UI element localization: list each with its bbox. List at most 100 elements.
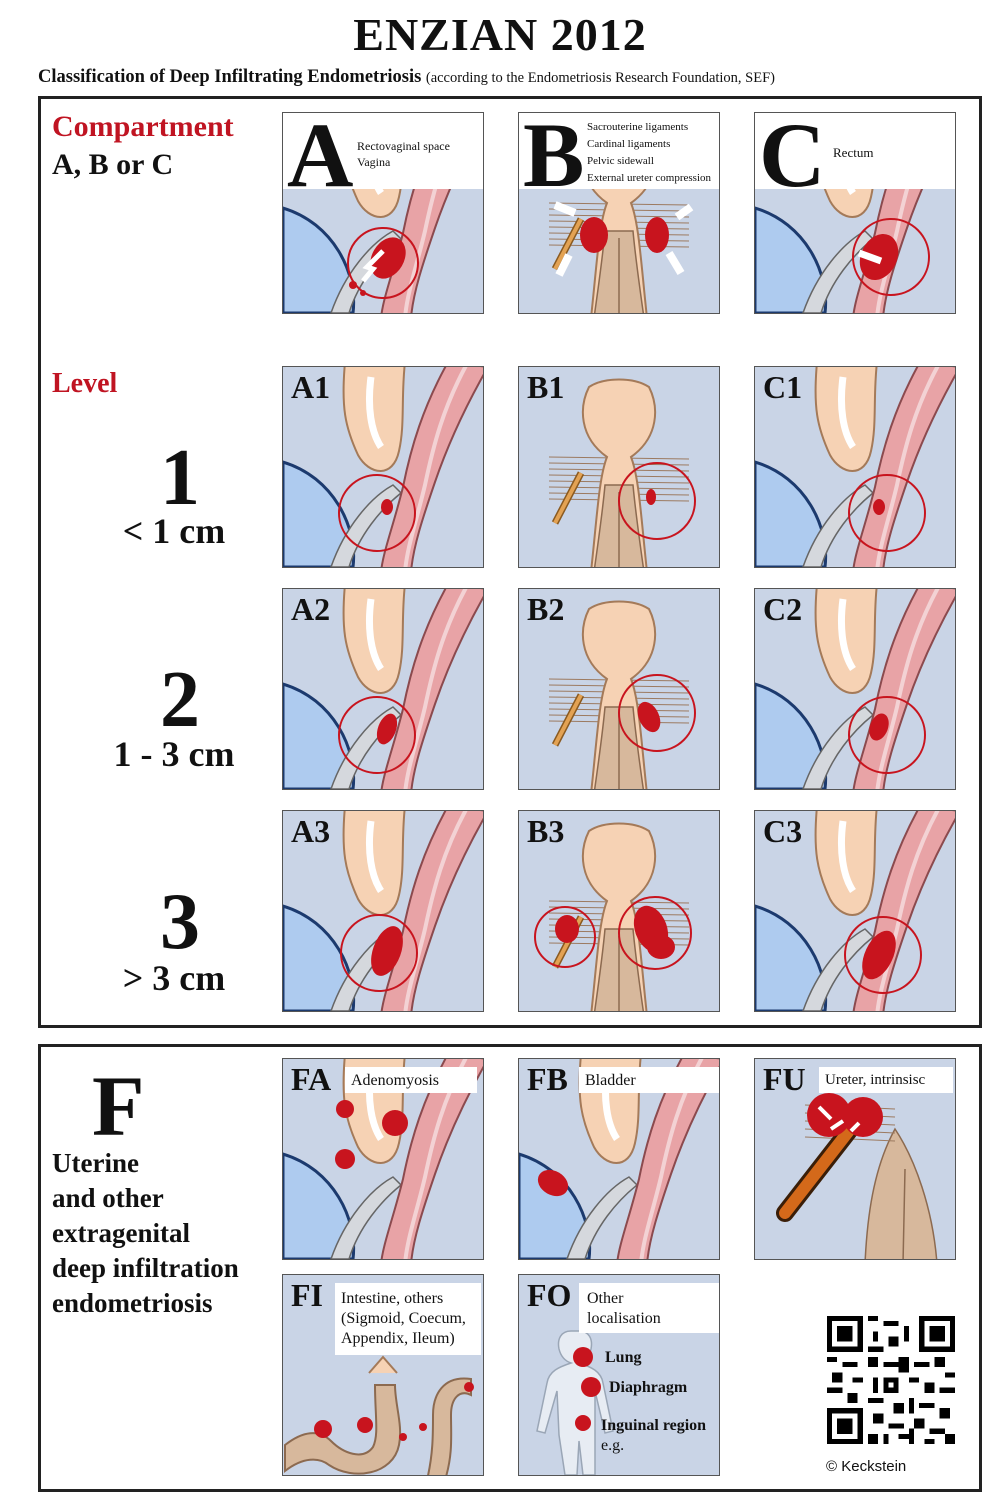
panel-fb: FB Bladder bbox=[518, 1058, 720, 1260]
panel-a1-illustration bbox=[283, 367, 483, 567]
panel-fi-desc-1: Intestine, others bbox=[341, 1290, 444, 1307]
panel-fa: FA Adenomyosis bbox=[282, 1058, 484, 1260]
panel-a2-illustration bbox=[283, 589, 483, 789]
panel-fi-label: FI bbox=[291, 1277, 323, 1313]
compartment-a-header bbox=[283, 113, 483, 189]
panel-b2-illustration bbox=[519, 589, 719, 789]
panel-fb-illustration bbox=[519, 1059, 719, 1259]
panel-c3-label: C3 bbox=[763, 813, 803, 849]
panel-c2: C2 bbox=[754, 588, 956, 790]
compartment-c-header bbox=[755, 113, 955, 189]
panel-b3-illustration bbox=[519, 811, 719, 1011]
compartment-b-illustration bbox=[519, 113, 719, 313]
compartment-c-illustration bbox=[755, 113, 955, 313]
level-2-size: 1 - 3 cm bbox=[113, 734, 235, 774]
level-1-size: < 1 cm bbox=[122, 511, 226, 551]
f-description-5: endometriosis bbox=[52, 1288, 213, 1318]
compartment-level-frame bbox=[38, 96, 982, 1028]
panel-fo-label: FO bbox=[527, 1277, 572, 1313]
level-heading: Level bbox=[52, 368, 118, 399]
panel-b3-label: B3 bbox=[527, 813, 565, 849]
panel-b3: B3 bbox=[518, 810, 720, 1012]
compartment-b-desc-1: Sacrouterine ligaments bbox=[587, 121, 689, 133]
panel-fb-desc: Bladder bbox=[585, 1072, 636, 1089]
compartment-a-desc: Rectovaginal space Vagina bbox=[357, 139, 450, 170]
panel-fo-desc-1: Other bbox=[587, 1290, 624, 1307]
panel-c1-illustration bbox=[755, 367, 955, 567]
compartment-heading: Compartment bbox=[52, 110, 234, 143]
compartment-b-desc-3: Pelvic sidewall bbox=[587, 155, 654, 168]
panel-fu-label: FU bbox=[763, 1061, 806, 1097]
compartment-c-desc: Rectum bbox=[833, 145, 874, 160]
organ-lung: Lung bbox=[605, 1349, 642, 1366]
compartment-c-panel: C Rectum bbox=[754, 112, 956, 314]
organ-inguinal-region: Inguinal region bbox=[601, 1417, 707, 1434]
panel-a3-illustration bbox=[283, 811, 483, 1011]
page-subtitle: Classification of Deep Infiltrating Endo… bbox=[38, 66, 775, 88]
panel-fi-desc-2: (Sigmoid, Coecum, bbox=[341, 1310, 466, 1327]
f-description-4: deep infiltration bbox=[52, 1253, 239, 1283]
panel-a3: A3 bbox=[282, 810, 484, 1012]
compartment-b-letter: B bbox=[523, 112, 585, 206]
panel-fi: FI Intestine, others (Sigmoid, Coecum, A… bbox=[282, 1274, 484, 1476]
compartment-b-desc-2: Cardinal ligaments bbox=[587, 138, 671, 151]
level-2-number: 2 bbox=[160, 656, 200, 744]
panel-fu-header bbox=[819, 1067, 953, 1093]
f-section-frame bbox=[38, 1044, 982, 1492]
compartment-b-panel: B Sacrouterine ligaments Cardinal ligame… bbox=[518, 112, 720, 314]
compartment-c-letter: C bbox=[759, 112, 826, 206]
page-title: ENZIAN 2012 bbox=[353, 9, 647, 60]
compartment-a-illustration bbox=[283, 113, 483, 313]
level-3-size: > 3 cm bbox=[122, 958, 226, 998]
panel-fu-desc: Ureter, intrinsisc bbox=[825, 1072, 926, 1088]
panel-fb-header bbox=[579, 1067, 719, 1093]
compartment-a-desc-2: Vagina bbox=[357, 154, 391, 169]
panel-fa-header bbox=[345, 1067, 477, 1093]
panel-fo-desc: Other localisation bbox=[587, 1289, 661, 1329]
copyright: © Keckstein bbox=[826, 1458, 907, 1475]
compartment-b-desc: Sacrouterine ligaments Cardinal ligament… bbox=[587, 119, 711, 187]
panel-fi-header bbox=[335, 1283, 481, 1355]
compartment-a-desc-1: Rectovaginal space bbox=[357, 139, 450, 153]
panel-fb-label: FB bbox=[527, 1061, 568, 1097]
panel-a1-label: A1 bbox=[291, 369, 331, 405]
panel-b1: B1 bbox=[518, 366, 720, 568]
compartment-a-panel: A Rectovaginal space Vagina bbox=[282, 112, 484, 314]
panel-b1-label: B1 bbox=[527, 369, 565, 405]
panel-fa-label: FA bbox=[291, 1061, 332, 1097]
f-description: Uterine and other extragenital deep infi… bbox=[52, 1146, 239, 1321]
panel-a2-label: A2 bbox=[291, 591, 331, 627]
compartment-subheading: A, B or C bbox=[52, 148, 174, 181]
organ-eg: e.g. bbox=[601, 1437, 625, 1454]
panel-fa-illustration bbox=[283, 1059, 483, 1259]
compartment-a-letter: A bbox=[287, 112, 354, 206]
panel-fi-desc-3: Appendix, Ileum) bbox=[341, 1330, 455, 1347]
compartment-b-header bbox=[519, 113, 719, 189]
panel-c3: C3 bbox=[754, 810, 956, 1012]
f-description-1: Uterine bbox=[52, 1148, 139, 1178]
subtitle-note: (according to the Endometriosis Research… bbox=[425, 70, 775, 86]
panel-fa-desc: Adenomyosis bbox=[351, 1072, 439, 1089]
panel-fo-header bbox=[579, 1283, 719, 1333]
level-3-number: 3 bbox=[160, 878, 200, 966]
f-letter: F bbox=[92, 1058, 145, 1154]
subtitle-main: Classification of Deep Infiltrating Endo… bbox=[38, 67, 422, 87]
panel-a3-label: A3 bbox=[291, 813, 331, 849]
panel-fo: FO Other localisation Lung Diaphragm Ing… bbox=[518, 1274, 720, 1476]
panel-c3-illustration bbox=[755, 811, 955, 1011]
panel-c2-illustration bbox=[755, 589, 955, 789]
panel-c1: C1 bbox=[754, 366, 956, 568]
panel-a2: A2 bbox=[282, 588, 484, 790]
f-description-2: and other bbox=[52, 1183, 164, 1213]
compartment-b-desc-4: External ureter compression bbox=[587, 172, 712, 185]
panel-b2-label: B2 bbox=[527, 591, 565, 627]
level-1-number: 1 bbox=[160, 434, 200, 522]
panel-b2: B2 bbox=[518, 588, 720, 790]
panel-c2-label: C2 bbox=[763, 591, 803, 627]
panel-fo-desc-2: localisation bbox=[587, 1310, 661, 1327]
panel-fu: FU Ureter, intrinsisc bbox=[754, 1058, 956, 1260]
f-description-3: extragenital bbox=[52, 1218, 190, 1248]
organ-diaphragm: Diaphragm bbox=[609, 1379, 688, 1396]
qr-code-icon bbox=[827, 1316, 955, 1444]
panel-fi-desc: Intestine, others (Sigmoid, Coecum, Appe… bbox=[341, 1289, 466, 1349]
